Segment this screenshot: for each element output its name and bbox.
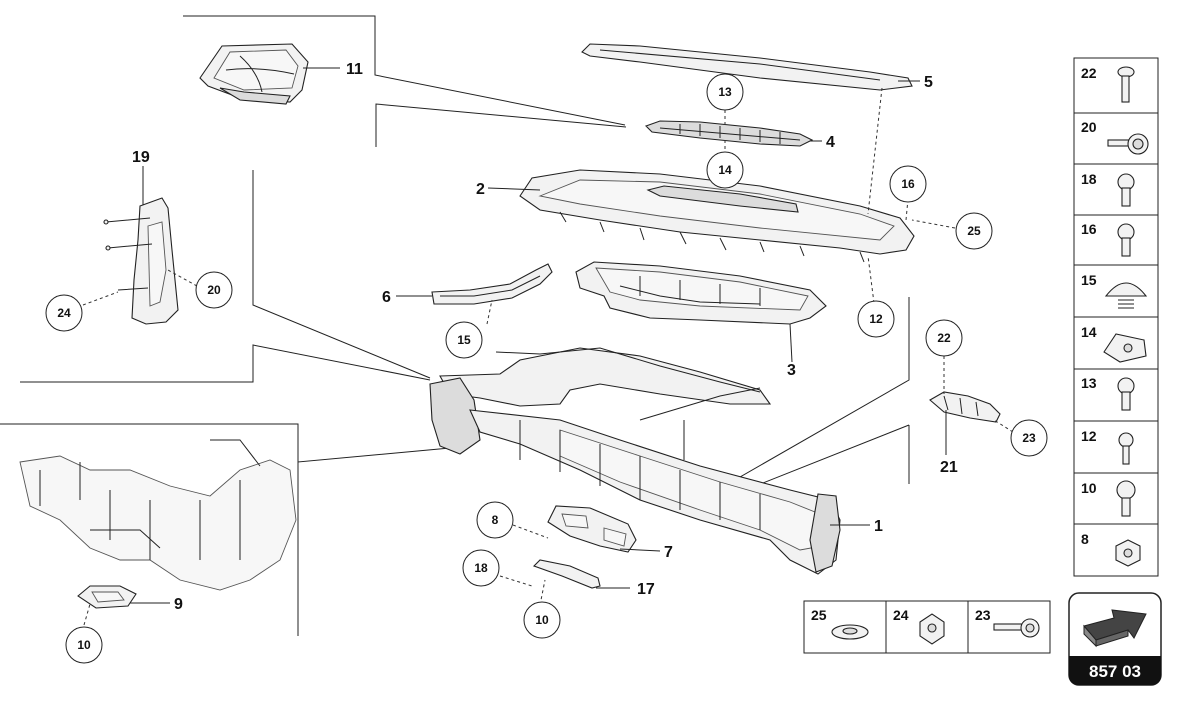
part-7-bracket[interactable]	[547, 505, 637, 553]
part-11-cover[interactable]	[199, 43, 309, 105]
callout-circle-25: 25	[955, 212, 993, 250]
part-2-dashboard-top-panel[interactable]	[519, 169, 915, 263]
screw-icon	[1118, 432, 1134, 465]
fastener-row-18[interactable]: 18	[1081, 171, 1135, 207]
svg-text:16: 16	[901, 177, 915, 191]
label-17: 17	[637, 581, 655, 598]
callout-circle-14: 14	[706, 151, 744, 189]
label-2: 2	[476, 181, 485, 198]
svg-text:8: 8	[492, 513, 499, 527]
svg-text:15: 15	[457, 333, 471, 347]
svg-text:20: 20	[1081, 119, 1097, 135]
fastener-row-13[interactable]: 13	[1081, 375, 1135, 411]
svg-text:15: 15	[1081, 272, 1097, 288]
label-9: 9	[174, 596, 183, 613]
fastener-row-20[interactable]: 20	[1081, 119, 1149, 155]
svg-text:23: 23	[1022, 431, 1036, 445]
label-5: 5	[924, 74, 933, 91]
flange-bolt-icon	[993, 618, 1040, 638]
callout-circle-18: 18	[462, 549, 500, 587]
leader-lines	[82, 67, 1014, 626]
part-17-bracket[interactable]	[532, 559, 601, 589]
svg-text:20: 20	[207, 283, 221, 297]
fastener-row-14[interactable]: 14	[1081, 324, 1147, 363]
label-21: 21	[940, 459, 958, 476]
svg-text:22: 22	[1081, 65, 1097, 81]
page-navigation[interactable]: 857 03	[1068, 592, 1162, 686]
flange-bolt-icon	[1107, 133, 1149, 155]
fastener-cell-23[interactable]: 23	[975, 607, 1040, 638]
part-19-side-bracket[interactable]	[103, 197, 179, 325]
detail-inset-sketch	[19, 439, 297, 591]
callout-circle-13: 13	[706, 73, 744, 111]
part-9-clip[interactable]	[77, 585, 137, 609]
label-1: 1	[874, 518, 883, 535]
callout-circle-10a: 10	[65, 626, 103, 664]
fastener-row-22[interactable]: 22	[1081, 65, 1135, 103]
svg-text:10: 10	[535, 613, 549, 627]
svg-text:18: 18	[474, 561, 488, 575]
part-4-vent-strip[interactable]	[644, 120, 814, 147]
label-4: 4	[826, 134, 835, 151]
svg-text:22: 22	[937, 331, 951, 345]
callout-circle-12: 12	[857, 300, 895, 338]
svg-text:16: 16	[1081, 221, 1097, 237]
fastener-cell-25[interactable]: 25	[811, 607, 869, 640]
svg-text:10: 10	[77, 638, 91, 652]
label-3: 3	[787, 362, 796, 379]
svg-text:8: 8	[1081, 531, 1089, 547]
callout-circle-22: 22	[925, 319, 963, 357]
svg-text:18: 18	[1081, 171, 1097, 187]
svg-text:13: 13	[1081, 375, 1097, 391]
hex-nut-icon	[919, 613, 945, 645]
svg-text:24: 24	[893, 607, 909, 623]
screw-icon	[1117, 173, 1135, 207]
arrow-icon	[1083, 609, 1147, 648]
washer-icon	[831, 624, 869, 640]
part-21-bracket[interactable]	[929, 391, 1001, 423]
svg-text:14: 14	[718, 163, 732, 177]
part-6-air-duct[interactable]	[431, 263, 553, 305]
clip-nut-icon	[1103, 333, 1147, 363]
label-6: 6	[382, 289, 391, 306]
label-11: 11	[346, 61, 363, 78]
screw-icon	[1116, 480, 1136, 517]
fastener-table-right	[1073, 57, 1159, 577]
callout-circle-20: 20	[195, 271, 233, 309]
hex-nut-icon	[1115, 539, 1141, 567]
part-3-lower-tray[interactable]	[575, 261, 827, 325]
part-1-cross-car-beam[interactable]	[429, 347, 841, 575]
fastener-row-12[interactable]: 12	[1081, 428, 1134, 465]
screw-icon	[1117, 223, 1135, 257]
svg-text:12: 12	[1081, 428, 1097, 444]
label-19: 19	[132, 149, 150, 166]
callout-circle-23: 23	[1010, 419, 1048, 457]
svg-text:24: 24	[57, 306, 71, 320]
fastener-row-16[interactable]: 16	[1081, 221, 1135, 257]
fastener-row-8[interactable]: 8	[1081, 531, 1141, 567]
part-5-upper-trim[interactable]	[581, 43, 913, 91]
svg-text:23: 23	[975, 607, 991, 623]
fastener-cell-24[interactable]: 24	[893, 607, 945, 645]
svg-text:14: 14	[1081, 324, 1097, 340]
fastener-row-10[interactable]: 10	[1081, 480, 1136, 517]
callout-frame-lines	[0, 15, 910, 636]
svg-text:25: 25	[967, 224, 981, 238]
svg-text:25: 25	[811, 607, 827, 623]
svg-text:13: 13	[718, 85, 732, 99]
screw-icon	[1117, 377, 1135, 411]
callout-circle-16: 16	[889, 165, 927, 203]
callout-circle-8: 8	[476, 501, 514, 539]
callout-circle-24: 24	[45, 294, 83, 332]
svg-text:10: 10	[1081, 480, 1097, 496]
page-number: 857 03	[1089, 662, 1141, 681]
label-7: 7	[664, 544, 673, 561]
callout-circle-10b: 10	[523, 601, 561, 639]
screw-icon	[1117, 66, 1135, 103]
callout-circle-15: 15	[445, 321, 483, 359]
spring-clip-icon	[1104, 282, 1148, 309]
svg-text:12: 12	[869, 312, 883, 326]
fastener-row-15[interactable]: 15	[1081, 272, 1148, 309]
